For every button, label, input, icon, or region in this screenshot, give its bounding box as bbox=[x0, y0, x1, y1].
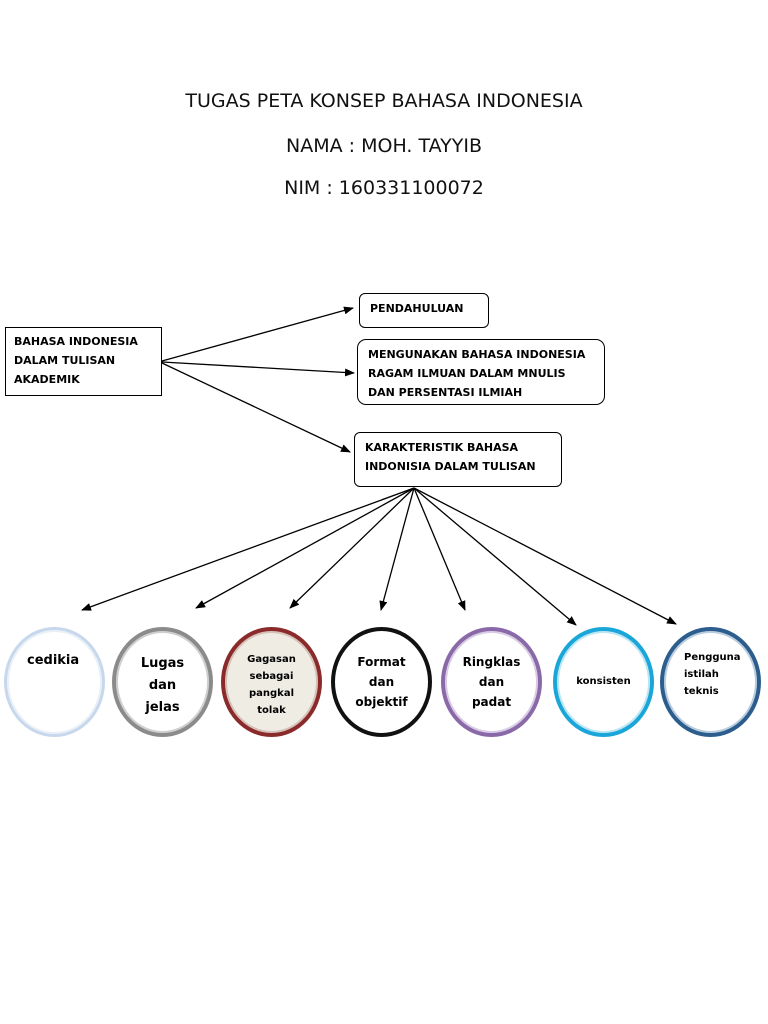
circle-label: Lugas bbox=[140, 656, 185, 671]
branch-box-pendahuluan: PENDAHULUAN bbox=[359, 293, 489, 328]
circle-gagasan: Gagasan sebagai pangkal tolak bbox=[221, 627, 322, 737]
arrow-to-karakteristik bbox=[161, 362, 351, 453]
branch-line: DAN PERSENTASI ILMIAH bbox=[368, 386, 523, 399]
circle-label: sebagai bbox=[249, 671, 294, 682]
branch-line: PENDAHULUAN bbox=[370, 302, 464, 315]
circle-label: cedikia bbox=[27, 653, 80, 668]
circle-ringklas-dan-padat: Ringklas dan padat bbox=[441, 627, 542, 737]
circle-label: dan bbox=[478, 675, 505, 689]
circle-label: jelas bbox=[145, 700, 180, 715]
circle-cedikia: cedikia bbox=[4, 627, 105, 737]
student-nim: NIM : 160331100072 bbox=[284, 177, 484, 199]
circle-pengguna-istilah-teknis: Pengguna istilah teknis bbox=[660, 627, 761, 737]
branch-line: INDONISIA DALAM TULISAN bbox=[365, 460, 536, 473]
circle-label: Gagasan bbox=[247, 654, 296, 665]
branch-box-karakteristik: KARAKTERISTIK BAHASA INDONISIA DALAM TUL… bbox=[354, 432, 562, 487]
document-title: TUGAS PETA KONSEP BAHASA INDONESIA bbox=[185, 90, 583, 112]
arrow-to-format bbox=[379, 487, 415, 611]
branch-line: MENGUNAKAN BAHASA INDONESIA bbox=[368, 348, 586, 361]
circle-label: pangkal bbox=[248, 688, 294, 699]
circle-format-dan-objektif: Format dan objektif bbox=[331, 627, 432, 737]
main-concept-line: BAHASA INDONESIA bbox=[14, 335, 138, 348]
main-concept-box: BAHASA INDONESIA DALAM TULISAN AKADEMIK bbox=[5, 327, 162, 396]
arrow-to-pendahuluan bbox=[161, 306, 354, 362]
circle-label: Pengguna bbox=[684, 652, 741, 663]
circle-label: dan bbox=[368, 675, 395, 689]
arrow-to-konsisten bbox=[413, 487, 577, 626]
branch-line: RAGAM ILMUAN DALAM MNULIS bbox=[368, 367, 566, 380]
student-name: NAMA : MOH. TAYYIB bbox=[286, 135, 482, 157]
arrow-to-mengunakan bbox=[161, 361, 355, 377]
circle-label: Format bbox=[357, 655, 406, 669]
circle-lugas-dan-jelas: Lugas dan jelas bbox=[112, 627, 213, 737]
circle-konsisten: konsisten bbox=[553, 627, 654, 737]
branch-box-mengunakan: MENGUNAKAN BAHASA INDONESIA RAGAM ILMUAN… bbox=[357, 339, 605, 405]
circle-label: tolak bbox=[257, 705, 286, 716]
branch-line: KARAKTERISTIK BAHASA bbox=[365, 441, 519, 454]
circle-label: teknis bbox=[684, 686, 719, 697]
arrow-to-pengguna bbox=[413, 487, 677, 625]
circle-label: padat bbox=[471, 695, 512, 709]
circle-label: objektif bbox=[355, 695, 408, 709]
arrow-to-ringklas bbox=[413, 487, 466, 611]
main-concept-line: AKADEMIK bbox=[14, 373, 80, 386]
circle-label: Ringklas bbox=[462, 655, 521, 669]
arrow-to-cedikia bbox=[81, 487, 415, 611]
arrow-to-gagasan bbox=[289, 487, 415, 609]
circle-label: konsisten bbox=[576, 676, 631, 687]
circle-label: dan bbox=[148, 678, 177, 693]
arrow-to-lugas bbox=[195, 487, 415, 609]
circle-label: istilah bbox=[684, 669, 719, 680]
main-concept-line: DALAM TULISAN bbox=[14, 354, 116, 367]
